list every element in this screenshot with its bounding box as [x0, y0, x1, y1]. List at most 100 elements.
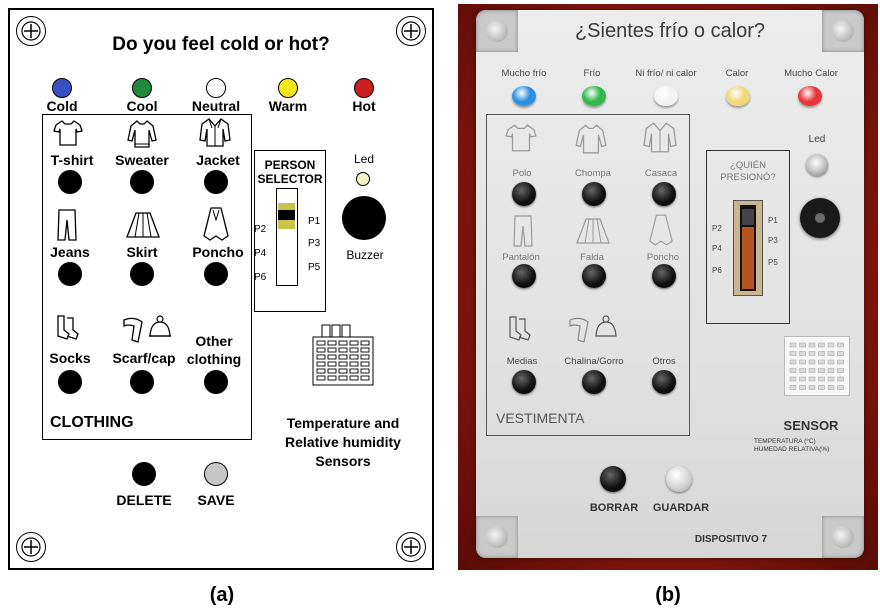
pantalon-label: Pantalón: [502, 252, 540, 263]
sensor-grid-cell: [818, 385, 825, 390]
polo-button[interactable]: [512, 182, 536, 206]
sensor-grid-cell: [338, 354, 348, 360]
delete-button[interactable]: [132, 462, 156, 486]
scarf-cap-icon: [123, 315, 171, 343]
sensor-grid-cell: [316, 361, 326, 367]
sensor-grid-cell: [789, 359, 797, 365]
jeans-button[interactable]: [58, 262, 82, 286]
borrar-button[interactable]: [600, 466, 626, 492]
sensor-grid-cell: [799, 385, 806, 390]
sensor-grid-cell: [338, 361, 348, 367]
calor-led[interactable]: [726, 86, 750, 106]
medias-button[interactable]: [512, 370, 536, 394]
t-shirt-button[interactable]: [58, 170, 82, 194]
sweater-button[interactable]: [130, 170, 154, 194]
ni-frio-led[interactable]: [654, 86, 678, 106]
sensor-grid-cell: [837, 385, 844, 390]
device-label: DISPOSITIVO 7: [694, 534, 768, 545]
screw-icon: [16, 532, 46, 562]
person-selector-switch[interactable]: [276, 188, 298, 286]
schematic-panel: Do you feel cold or hot? Cold Cool Neutr…: [8, 8, 434, 570]
casaca-button[interactable]: [652, 182, 676, 206]
chalina-gorro-button[interactable]: [582, 370, 606, 394]
neutral-led[interactable]: [206, 78, 226, 98]
falda-label: Falda: [580, 252, 604, 263]
jeans-label: Jeans: [50, 244, 90, 260]
warm-led[interactable]: [278, 78, 298, 98]
person-selector-switch[interactable]: [733, 200, 763, 296]
sensor-grid-cell: [349, 354, 359, 360]
skirt-button[interactable]: [130, 262, 154, 286]
sensor-grid-cell: [827, 359, 835, 365]
other-clothing-button[interactable]: [204, 370, 228, 394]
warm-label: Warm: [268, 98, 308, 114]
mucho-frio-led[interactable]: [512, 86, 536, 106]
scarf-cap-button[interactable]: [130, 370, 154, 394]
sensor-grid-cell: [818, 342, 825, 348]
ni-frio-label: Ni frío/ ni calor: [635, 68, 697, 79]
sensor-grid-icon: [789, 342, 844, 390]
sensor-grid-cell: [837, 351, 844, 356]
poncho-icon: [203, 207, 229, 241]
pin-label: P6: [254, 272, 267, 283]
sensor-grid-cell: [789, 376, 797, 382]
t-shirt-icon: [53, 120, 83, 146]
chompa-button[interactable]: [582, 182, 606, 206]
sensor-grid-cell: [808, 368, 816, 373]
screw-icon: [396, 532, 426, 562]
sensor-grid-cell: [827, 342, 835, 348]
sensor-grid-cell: [360, 375, 370, 381]
socks-button[interactable]: [58, 370, 82, 394]
sensor-grid-cell: [837, 359, 844, 365]
cold-led[interactable]: [52, 78, 72, 98]
mucho-frio-label: Mucho frío: [501, 68, 547, 79]
sensor-label: Temperature and Relative humidity Sensor…: [285, 415, 401, 469]
sensor-grid-cell: [316, 347, 326, 353]
sensor-grid-cell: [349, 340, 359, 346]
sweater-icon: [575, 124, 607, 154]
hot-led[interactable]: [354, 78, 374, 98]
guardar-label: GUARDAR: [652, 502, 710, 514]
jacket-label: Jacket: [196, 152, 240, 168]
casaca-label: Casaca: [644, 168, 678, 179]
chalina-gorro-label: Chalina/Gorro: [564, 356, 624, 367]
guardar-button[interactable]: [666, 466, 692, 492]
photo-panel: ¿Sientes frío o calor? Mucho frío Frío N…: [458, 4, 878, 570]
cold-label: Cold: [46, 98, 78, 114]
poncho-button[interactable]: [652, 264, 676, 288]
pantalon-button[interactable]: [512, 264, 536, 288]
socks-label: Socks: [49, 350, 91, 366]
sensor-grid-cell: [799, 342, 806, 348]
sweater-icon: [127, 120, 157, 148]
jacket-button[interactable]: [204, 170, 228, 194]
delete-label: DELETE: [116, 492, 172, 508]
save-button[interactable]: [204, 462, 228, 486]
sensor-grid-cell: [360, 354, 370, 360]
sensor-grid-cell: [360, 368, 370, 374]
frio-led[interactable]: [582, 86, 606, 106]
sensor-grid-icon: [312, 324, 374, 386]
sensor-grid-cell: [338, 368, 348, 374]
clothing-title: CLOTHING: [50, 414, 134, 431]
mucho-calor-led[interactable]: [798, 86, 822, 106]
pin-label: P1: [768, 216, 778, 225]
t-shirt-icon: [505, 124, 537, 152]
hot-label: Hot: [352, 98, 376, 114]
sensor-grid-cell: [327, 368, 337, 374]
jeans-icon: [57, 209, 77, 241]
poncho-button[interactable]: [204, 262, 228, 286]
cool-led[interactable]: [132, 78, 152, 98]
device-photo: ¿Sientes frío o calor? Mucho frío Frío N…: [476, 10, 864, 558]
pin-label: P2: [712, 224, 722, 233]
sensor-grid-cell: [818, 351, 825, 356]
pin-label: P3: [308, 238, 321, 249]
jeans-icon: [513, 215, 533, 247]
falda-button[interactable]: [582, 264, 606, 288]
sensor-grid-cell: [360, 340, 370, 346]
sensor-grid-cell: [837, 376, 844, 382]
otros-button[interactable]: [652, 370, 676, 394]
person-selector-box: [254, 150, 326, 312]
sensor-grid-cell: [799, 368, 806, 373]
socks-icon: [57, 315, 79, 340]
sensor-grid-cell: [799, 376, 806, 382]
